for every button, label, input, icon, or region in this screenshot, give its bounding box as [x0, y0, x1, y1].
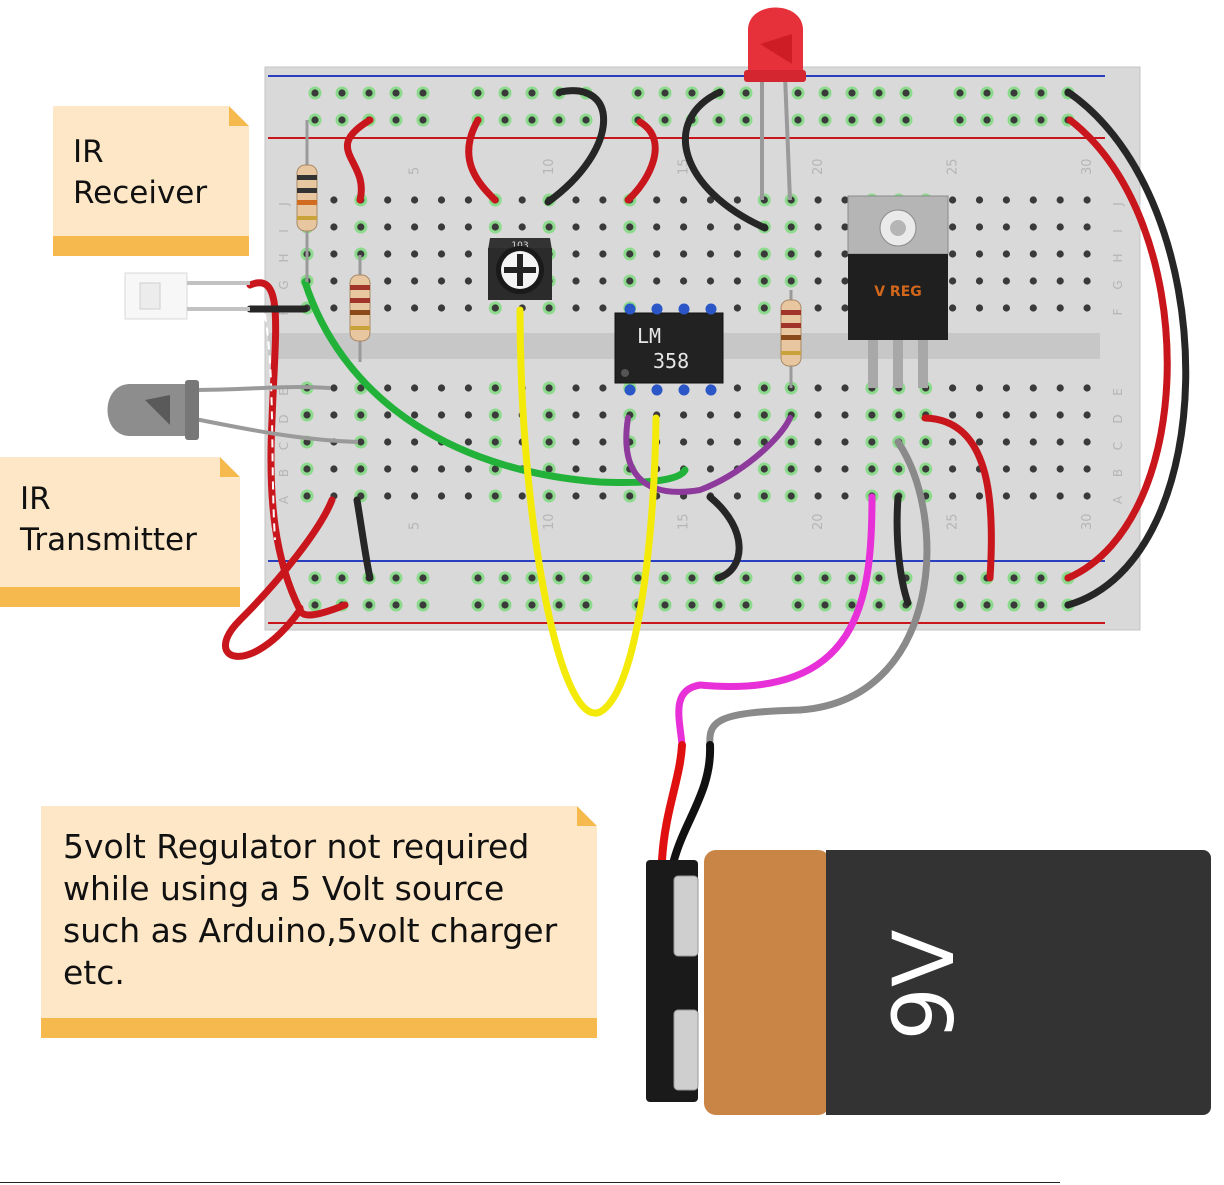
row-letter: A	[277, 495, 291, 504]
wire-black-mid-bottom	[706, 493, 743, 582]
battery-lead-black	[670, 741, 715, 864]
row-letter: J	[1111, 202, 1125, 207]
note-ir-transmitter: IR Transmitter	[0, 457, 240, 607]
row-letter: E	[277, 388, 291, 396]
wire-yellow	[516, 306, 660, 717]
row-letter: J	[277, 202, 291, 207]
bottom-divider	[0, 1182, 1060, 1183]
row-letter: B	[277, 469, 291, 477]
row-letter: B	[1111, 469, 1125, 477]
regulator-label: V REG	[874, 284, 922, 300]
row-letter: I	[277, 229, 291, 233]
column-number: 25	[946, 158, 961, 175]
wire-red-hop-3	[624, 118, 659, 204]
trimpot: 103	[488, 238, 552, 300]
row-letter: H	[1111, 253, 1125, 262]
resistor-receiver	[296, 120, 318, 282]
row-letter: A	[1111, 495, 1125, 504]
note-regulator-text: 5volt Regulator not required while using…	[63, 827, 558, 992]
wire-red-left-loop-highlight	[261, 299, 276, 541]
resistor-transmitter	[349, 255, 371, 362]
column-number: 30	[1080, 158, 1095, 175]
note-ir-receiver-text: IR Receiver	[73, 134, 208, 211]
column-number: 5	[408, 522, 423, 530]
row-letter: D	[1111, 414, 1125, 423]
row-letter: I	[1111, 229, 1125, 233]
opamp-label-1: LM	[637, 324, 661, 348]
row-letter: F	[1111, 308, 1125, 315]
wire-green	[301, 278, 689, 486]
row-letter: C	[1111, 442, 1125, 450]
wire-gray	[706, 438, 931, 749]
note-ir-receiver: IR Receiver	[53, 106, 249, 256]
ir-transmitter	[107, 380, 359, 444]
column-number: 10	[542, 513, 557, 530]
battery-9v: 9V	[646, 850, 1211, 1115]
ir-receiver	[124, 272, 250, 320]
wire-black-reg-bottom	[893, 493, 912, 607]
voltage-regulator: V REG	[847, 195, 949, 388]
wire-red-rail-bottom-left	[296, 601, 349, 619]
row-letter: G	[277, 280, 291, 289]
column-number: 20	[811, 513, 826, 530]
row-letter: E	[1111, 388, 1125, 396]
resistor-led	[780, 290, 802, 388]
note-regulator: 5volt Regulator not required while using…	[41, 806, 597, 1038]
row-letter: C	[277, 442, 291, 450]
wire-red-rail-right	[1064, 116, 1171, 582]
wire-red-hop-2	[465, 116, 499, 204]
led-red	[744, 7, 806, 201]
opamp-pins	[624, 303, 717, 396]
column-number: 25	[946, 513, 961, 530]
wire-red-hop-1	[344, 116, 374, 204]
opamp-lm358: LM 358	[614, 312, 724, 384]
wire-black-hop-2	[681, 88, 769, 232]
wire-purple-1	[623, 415, 793, 495]
column-number: 10	[542, 158, 557, 175]
wire-black-rail-right	[1064, 88, 1190, 609]
row-letter: D	[277, 414, 291, 423]
column-number: 30	[1080, 513, 1095, 530]
note-ir-transmitter-text: IR Transmitter	[20, 481, 197, 558]
battery-label: 9V	[875, 930, 973, 1041]
row-letter: G	[1111, 280, 1125, 289]
wire-magenta	[675, 493, 876, 749]
row-letter: H	[277, 253, 291, 262]
wire-black-left-bottom	[353, 496, 374, 582]
wire-red-reg-out	[921, 414, 995, 582]
column-number: 5	[408, 167, 423, 175]
column-numbers-bottom: 5 10 15 20 25 30	[408, 513, 1095, 530]
column-number: 15	[677, 513, 692, 530]
column-number: 20	[811, 158, 826, 175]
battery-lead-red	[658, 741, 686, 864]
wire-black-hop-1	[544, 87, 608, 206]
opamp-label-2: 358	[653, 349, 689, 373]
